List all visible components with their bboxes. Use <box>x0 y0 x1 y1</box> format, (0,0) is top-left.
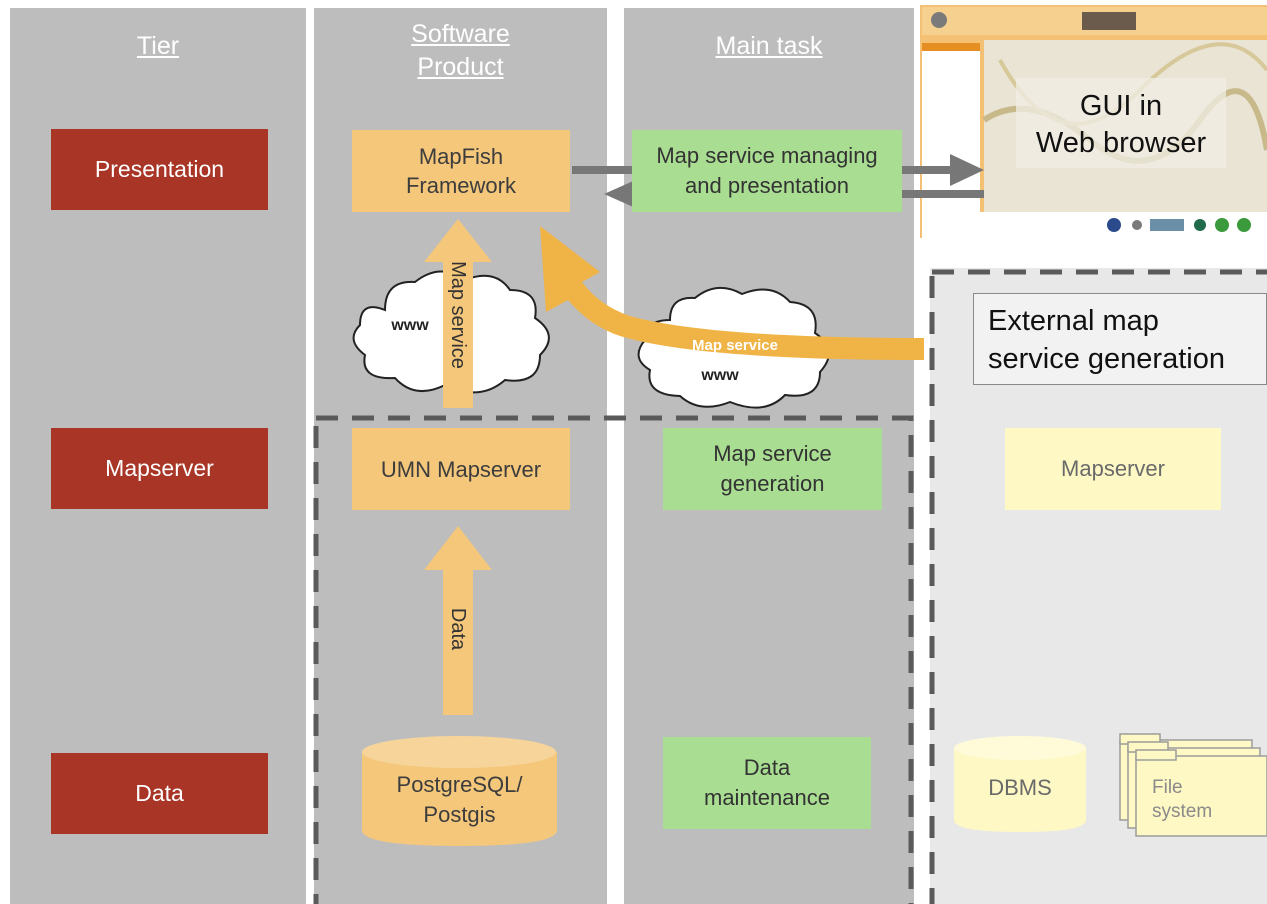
local-mapserver-dashed-region <box>313 415 914 904</box>
external-title-box: External map service generation <box>973 293 1267 385</box>
mapfish-line1: MapFish <box>418 144 504 169</box>
cloud-left-www: www <box>391 317 429 334</box>
task-maintenance-line1: Data <box>743 755 791 780</box>
postgres-cylinder <box>362 736 557 846</box>
file-system-line1: File <box>1152 777 1183 798</box>
tier-header: Tier <box>136 32 180 60</box>
arrow-external-map-service <box>540 226 924 360</box>
external-arrow-label: Map service <box>692 336 778 354</box>
dbms-label: DBMS <box>988 775 1052 800</box>
task-generation-line2: generation <box>720 471 825 496</box>
gui-line1: GUI in <box>1079 90 1163 122</box>
postgres-label: PostgreSQL/Postgis <box>362 768 557 832</box>
external-title-line1: External map <box>988 305 1159 337</box>
external-title-line2: service generation <box>988 343 1225 375</box>
postgres-line2: Postgis <box>423 802 496 827</box>
dbms-cylinder <box>954 736 1086 832</box>
mapfish-line2: Framework <box>405 173 516 198</box>
file-system-label: File system <box>1152 776 1262 824</box>
product-header: Software Product <box>314 18 607 84</box>
product-header-line2: Product <box>417 53 504 81</box>
umn-mapserver-box: UMN Mapserver <box>352 428 570 510</box>
arrow-task-to-gui <box>902 154 984 186</box>
task-header: Main task <box>715 32 823 60</box>
gui-line2: Web browser <box>1035 127 1207 159</box>
task-managing-line1: Map service managing <box>656 143 878 168</box>
arrow-map-service-vertical <box>424 219 492 408</box>
product-header-line1: Software <box>411 20 510 48</box>
file-system-line2: system <box>1152 801 1213 822</box>
tier-presentation: Presentation <box>51 129 268 210</box>
browser-screenshot <box>920 5 1267 238</box>
task-generation-box: Map service generation <box>663 428 882 510</box>
gui-label: GUI in Web browser <box>1016 82 1226 168</box>
task-managing-line2: and presentation <box>685 173 849 198</box>
task-maintenance-line2: maintenance <box>704 785 830 810</box>
cloud-right-www: www <box>701 367 739 384</box>
task-generation-line1: Map service <box>713 441 832 466</box>
data-vertical-label: Data <box>447 607 470 651</box>
arrow-to-gui <box>572 166 632 174</box>
task-maintenance-box: Data maintenance <box>663 737 871 829</box>
tier-data: Data <box>51 753 268 834</box>
task-managing-box: Map service managing and presentation <box>632 130 902 212</box>
arrow-data-vertical <box>424 526 492 715</box>
postgres-line1: PostgreSQL/ <box>396 772 523 797</box>
tier-mapserver: Mapserver <box>51 428 268 509</box>
external-mapserver-box: Mapserver <box>1005 428 1221 510</box>
file-system-icon <box>1119 733 1267 837</box>
map-service-vertical-label: Map service <box>447 261 470 369</box>
